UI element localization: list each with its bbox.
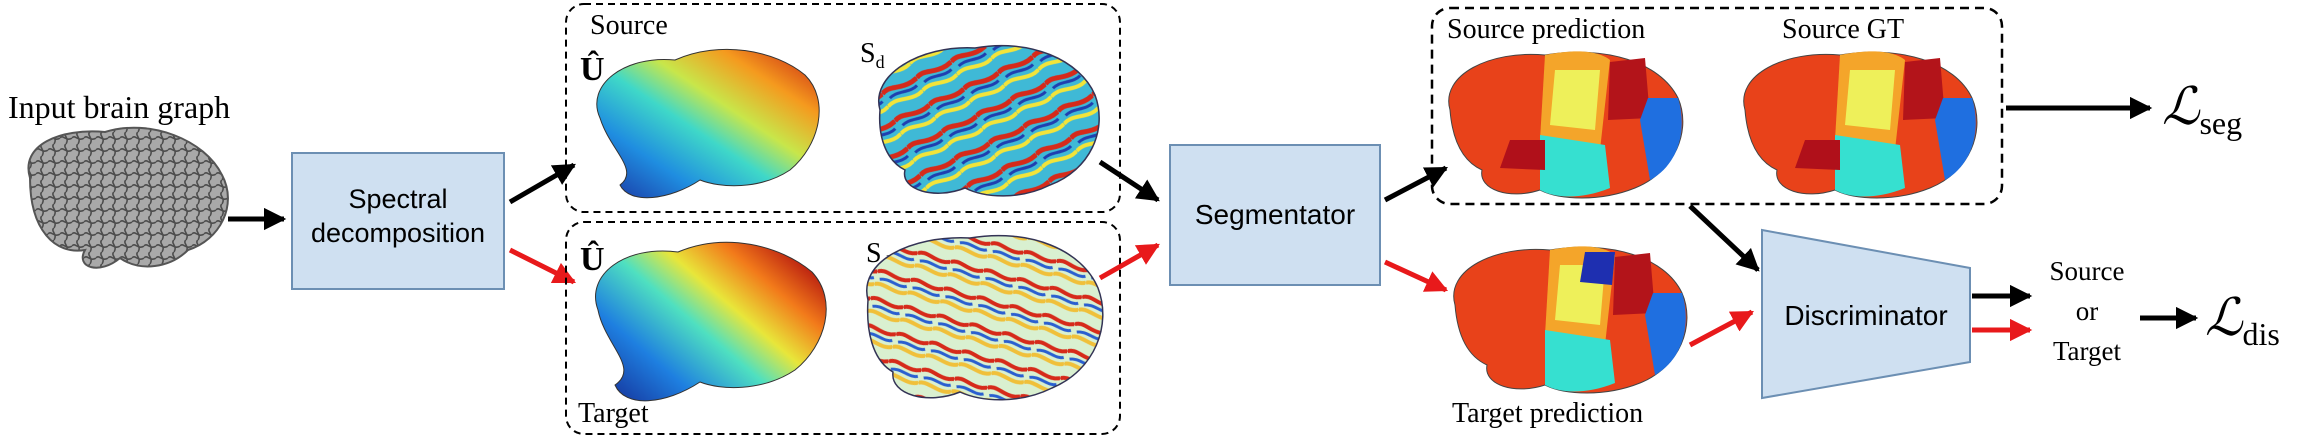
source-gt-label: Source GT [1782,14,1904,45]
arrow-segmentator-to-source-prediction [1383,165,1448,203]
segmentator-label: Segmentator [1195,199,1355,230]
source-prediction-label: Source prediction [1447,14,1645,45]
arrow-segmentator-to-target-prediction [1383,259,1449,293]
source-sd-brain [877,44,1100,197]
source-u-brain [596,48,820,199]
input-brain-mesh [27,126,229,269]
arrow-spectral-to-source [508,162,576,205]
segmentator-box: Segmentator [1169,144,1381,286]
discriminator-box: Discriminator [1761,228,1971,400]
arrow-source-prediction-to-discriminator [1688,204,1760,272]
spectral-label-line1: Spectral [348,184,447,214]
output-line1: Source [2050,256,2125,286]
source-prediction-group: Source prediction Source GT [1430,6,2004,206]
spectral-label-line2: decomposition [311,218,485,248]
arrow-target-prediction-to-discriminator [1688,309,1754,348]
arrow-source-to-segmentator [1098,159,1160,203]
loss-seg: ℒseg [2162,79,2242,141]
source-s-label: Sd [860,38,885,72]
source-prediction-brain [1448,51,1684,199]
arrow-target-to-segmentator [1098,242,1160,281]
target-u-brain [595,241,827,402]
target-group: Target Û Sd [565,221,1121,435]
source-title: Source [590,10,668,41]
target-u-label: Û [580,240,605,278]
input-label: Input brain graph [8,89,230,125]
output-line2: or [2076,296,2099,326]
arrow-spectral-to-target [508,247,577,285]
spectral-decomposition-box: Spectral decomposition [291,152,505,290]
source-group: Source Û Sd [565,3,1121,213]
discriminator-label: Discriminator [1784,300,1947,331]
target-sd-brain [866,234,1104,401]
loss-dis: ℒdis [2205,290,2280,352]
target-prediction-label: Target prediction [1452,398,1643,429]
target-title: Target [578,398,649,429]
source-u-label: Û [580,50,605,88]
source-gt-brain [1743,51,1978,199]
output-line3: Target [2053,336,2122,366]
target-prediction-brain [1453,246,1688,394]
